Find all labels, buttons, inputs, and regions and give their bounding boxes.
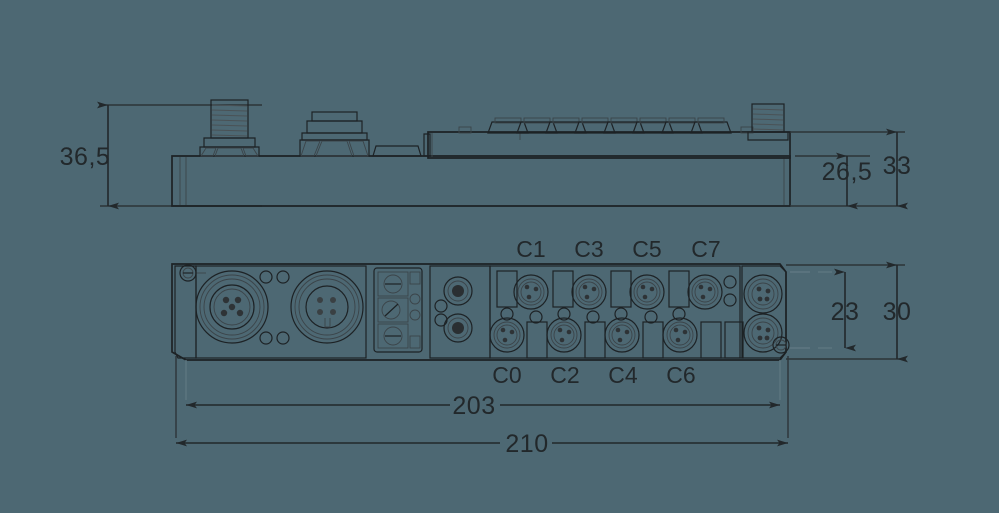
dim-label-30: 30 [883,298,912,326]
small-step-right [740,126,754,134]
c-label-c5: C5 [632,236,661,262]
mounting-screw-top-left [179,264,197,282]
io-label-end [724,321,744,359]
io-label-c7a [668,270,690,308]
m12-collar [203,137,256,148]
io-led-right-2 [723,293,737,307]
mounting-screw-bottom-right [772,336,790,354]
m12-port-2[interactable] [290,270,364,344]
c-label-c7: C7 [691,236,720,262]
io-led-c1 [529,310,543,324]
dim-label-26-5: 26,5 [822,158,873,186]
io-led-c2 [557,307,571,321]
c-label-c0: C0 [492,362,521,388]
dim-label-203: 203 [452,392,495,420]
io-label-c1a [496,270,518,308]
io-port-c0[interactable] [489,317,525,353]
m12-connector-left-side [199,99,260,157]
io-port-c1[interactable] [513,274,549,310]
io-led-c3 [586,310,600,324]
gland-facet-1 [300,140,321,157]
status-led-group-top [259,270,290,284]
io-port-c6[interactable] [662,317,698,353]
io-led-c5 [644,310,658,324]
right-end-port-block [741,265,787,359]
coax-port-section [429,265,491,359]
m12-port-1[interactable] [195,270,269,344]
io-label-c5a [610,270,632,308]
right-port-bottom[interactable] [743,313,783,353]
low-profile-bump [372,145,422,157]
gland-body [306,120,363,134]
gland-collar [301,132,368,141]
c-label-c1: C1 [516,236,545,262]
bump-2-top [523,117,551,124]
bump-7-top [668,117,696,124]
dim-label-210: 210 [505,430,548,458]
gland-hex-nut [299,139,370,157]
dim-label-36-5: 36,5 [60,143,111,171]
io-led-c0 [500,307,514,321]
coax-port-bottom[interactable] [443,313,473,343]
housing-side-body [171,155,791,207]
io-port-c2[interactable] [546,317,582,353]
c-label-c4: C4 [608,362,638,388]
io-panel [489,265,741,359]
io-label-c3b [584,321,606,359]
right-port-top[interactable] [743,274,783,314]
io-label-c5b [642,321,664,359]
io-label-c3a [552,270,574,308]
m12-connector-right-side [747,103,789,141]
m12-hex-nut [199,146,260,157]
c-label-c2: C2 [550,362,579,388]
bump-3-top [552,117,580,124]
gland-facet-2 [315,140,353,157]
m12-right-collar [747,131,789,141]
bump-5-top [610,117,638,124]
coax-led-2 [434,313,448,327]
status-led-group-bottom [259,331,290,345]
io-port-c3[interactable] [571,274,607,310]
terminal-block[interactable] [373,267,423,353]
cable-gland-connector-side [299,111,370,157]
io-port-c5[interactable] [629,274,665,310]
io-label-c1b [526,321,548,359]
bump-4-top [581,117,609,124]
m12-hex-facet-3 [242,147,259,157]
io-port-c7[interactable] [687,274,723,310]
small-step-left [458,126,472,134]
dim-label-33: 33 [883,152,912,180]
io-led-c4 [614,307,628,321]
io-port-c4[interactable] [604,317,640,353]
io-led-c6 [672,307,686,321]
housing-raised-block [427,131,791,159]
gland-cap [311,111,358,122]
front-face-view: C1 C3 C5 C7 C0 C2 C4 C6 23 30 [171,236,912,458]
m12-right-thread-body [751,103,785,133]
io-label-c7b [700,321,722,359]
coax-port-top[interactable] [443,276,473,306]
bump-6-top [639,117,667,124]
bump-8 [690,121,732,134]
bump-8-top [697,117,725,124]
m12-hex-facet-2 [214,147,245,157]
raised-block-left-cap [423,133,431,157]
dim-label-23: 23 [831,298,860,326]
io-connector-array [489,265,744,359]
coax-led-1 [434,299,448,313]
side-elevation-view: 36,5 26,5 33 [60,99,912,210]
gland-facet-3 [348,140,369,157]
top-connector-bumps [458,117,754,134]
c-label-c3: C3 [574,236,603,262]
bump-1-top [494,117,522,124]
c-label-c6: C6 [666,362,695,388]
face-plate-outline [171,263,787,361]
m12-hex-facet-1 [200,147,217,157]
io-led-right-1 [723,275,737,289]
